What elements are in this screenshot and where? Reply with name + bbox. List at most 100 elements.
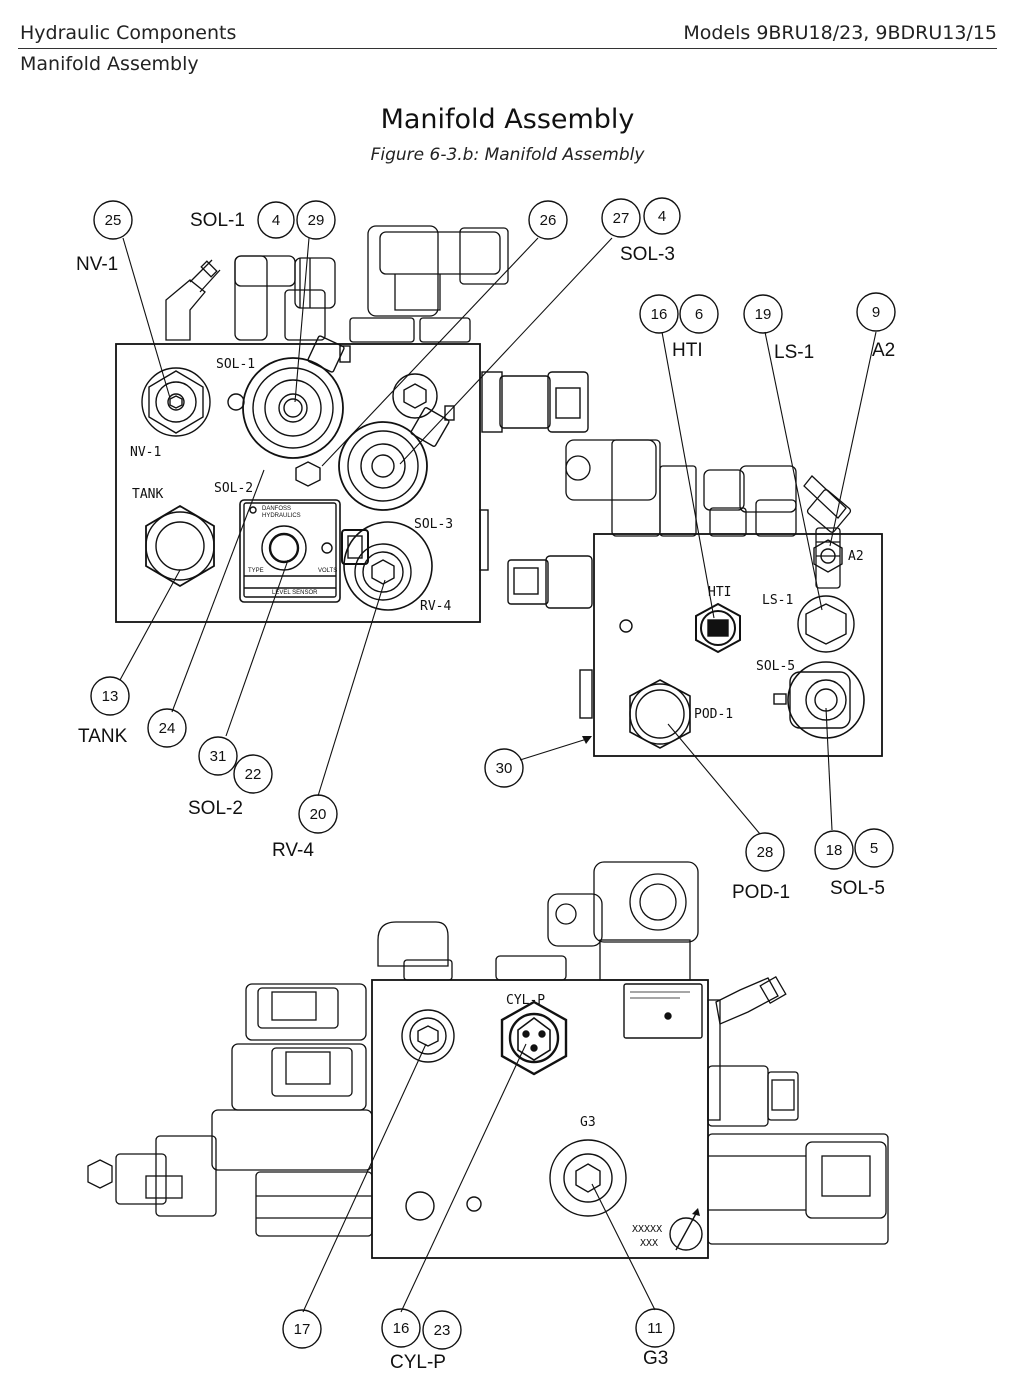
tl-balloons: 25 4 29 26 27 4 13 24 31 22 20: [90, 197, 681, 834]
balloon-17: 17: [282, 1309, 322, 1349]
balloon-16: 16: [639, 294, 679, 334]
hti-switch: [695, 602, 741, 654]
plate-label-pod-1: POD-1: [694, 707, 733, 722]
plate-label-rv-4: RV-4: [420, 599, 451, 614]
tl-plate-labels: SOL-1 NV-1 TANK SOL-2 SOL-3 RV-4 DANFOSS…: [130, 357, 453, 614]
b-callout-labels: CYL-P G3: [390, 1348, 668, 1373]
callout-sol-3: SOL-3: [620, 244, 675, 265]
b-left-solenoids: [87, 983, 373, 1237]
balloon-6: 6: [679, 294, 719, 334]
svg-text:30: 30: [496, 760, 513, 777]
fluid-power-logo: [669, 1208, 703, 1251]
svg-text:25: 25: [105, 212, 122, 229]
stamp-line-1: XXXXX: [632, 1224, 662, 1235]
plate-label-g3: G3: [580, 1115, 596, 1130]
balloon-9: 9: [856, 292, 896, 332]
view-bottom: CYL-P G3 XXXXX XXX CYL-P G3 17 16 23 11: [87, 861, 889, 1373]
plate-label-sol-3: SOL-3: [414, 517, 453, 532]
svg-text:9: 9: [872, 304, 880, 321]
svg-text:31: 31: [210, 748, 227, 765]
plate-label-hti: HTI: [708, 585, 731, 600]
b-balloons: 17 16 23 11: [282, 1308, 675, 1350]
r-balloons: 16 6 19 9 30 28 18 5: [484, 292, 896, 872]
callout-a2: A2: [872, 340, 895, 361]
callout-hti: HTI: [672, 340, 703, 361]
a2-fitting: [813, 539, 843, 573]
plate-label-ls-1: LS-1: [762, 593, 793, 608]
sticker-level-sensor: LEVEL SENSOR: [272, 590, 318, 596]
balloon-13: 13: [90, 676, 130, 716]
plate-label-cyl-p: CYL-P: [506, 993, 545, 1008]
g3-port: [549, 1139, 627, 1217]
plate-label-sol-5: SOL-5: [756, 659, 795, 674]
balloon-20: 20: [298, 794, 338, 834]
svg-text:29: 29: [308, 212, 325, 229]
header-rule: [18, 48, 997, 49]
b-top-fittings: [377, 861, 787, 1025]
svg-text:26: 26: [540, 212, 557, 229]
figure-caption: Figure 6-3.b: Manifold Assembly: [370, 145, 645, 165]
b-plate-labels: CYL-P G3 XXXXX XXX: [506, 993, 662, 1249]
tank-port: [145, 504, 215, 588]
svg-text:28: 28: [757, 844, 774, 861]
balloon-23: 23: [422, 1310, 462, 1350]
balloon-31: 31: [198, 736, 238, 776]
page-title: Manifold Assembly: [380, 104, 635, 135]
svg-text:22: 22: [245, 766, 262, 783]
plate-label-nv-1: NV-1: [130, 445, 161, 460]
tl-side-connector: [479, 371, 589, 571]
view-right: A2 HTI LS-1 SOL-5 POD-1 HTI LS-1 A2 POD-…: [484, 292, 896, 903]
nv-1-valve: [141, 367, 211, 437]
balloon-4: 4: [257, 201, 295, 239]
svg-text:5: 5: [870, 840, 878, 857]
balloon-4-b: 4: [643, 197, 681, 235]
r-manifold-block: [593, 533, 883, 757]
svg-text:6: 6: [695, 306, 703, 323]
svg-text:23: 23: [434, 1322, 451, 1339]
balloon-30: 30: [484, 748, 524, 788]
callout-sol-2: SOL-2: [188, 798, 243, 819]
tl-top-fittings: [165, 225, 509, 343]
tl-manifold-block: [115, 343, 481, 623]
svg-text:16: 16: [393, 1320, 410, 1337]
r-leader-lines: [519, 331, 877, 835]
callout-sol-5: SOL-5: [830, 878, 885, 899]
plate-label-tank: TANK: [132, 487, 163, 502]
pod-1-port: [629, 679, 691, 749]
r-callout-labels: HTI LS-1 A2 POD-1 SOL-5: [672, 340, 895, 903]
b-leader-lines: [302, 1043, 656, 1313]
svg-text:11: 11: [647, 1320, 663, 1337]
header-subsection: Manifold Assembly: [20, 53, 199, 75]
plate-label-a2: A2: [848, 549, 864, 564]
sol-1-coil: [242, 335, 351, 459]
header-section-title: Hydraulic Components: [20, 22, 237, 44]
balloon-16-b: 16: [381, 1308, 421, 1348]
callout-pod-1: POD-1: [732, 882, 790, 903]
balloon-19: 19: [743, 294, 783, 334]
tl-callout-labels: NV-1 SOL-1 SOL-3 TANK SOL-2 RV-4: [76, 210, 675, 861]
svg-text:18: 18: [826, 842, 843, 859]
port-17: [401, 1009, 455, 1063]
sticker-brand: DANFOSS: [262, 506, 291, 512]
balloon-18: 18: [814, 830, 854, 870]
callout-cyl-p: CYL-P: [390, 1352, 446, 1373]
svg-text:4: 4: [272, 212, 280, 229]
callout-g3: G3: [643, 1348, 668, 1369]
callout-ls-1: LS-1: [774, 342, 814, 363]
svg-text:16: 16: [651, 306, 668, 323]
svg-text:13: 13: [102, 688, 119, 705]
svg-text:24: 24: [159, 720, 176, 737]
sticker-type: TYPE: [248, 568, 264, 574]
balloon-22: 22: [233, 754, 273, 794]
rv-4-valve: [343, 521, 433, 611]
b-manifold-block: [371, 979, 709, 1259]
tl-leader-lines: [119, 237, 613, 797]
svg-text:27: 27: [613, 210, 630, 227]
svg-text:20: 20: [310, 806, 327, 823]
plate-label-sol-1: SOL-1: [216, 357, 255, 372]
header-models: Models 9BRU18/23, 9BDRU13/15: [683, 22, 997, 44]
balloon-5: 5: [854, 828, 894, 868]
r-plate-labels: A2 HTI LS-1 SOL-5 POD-1: [694, 549, 864, 722]
b-right-solenoids: [707, 999, 889, 1245]
